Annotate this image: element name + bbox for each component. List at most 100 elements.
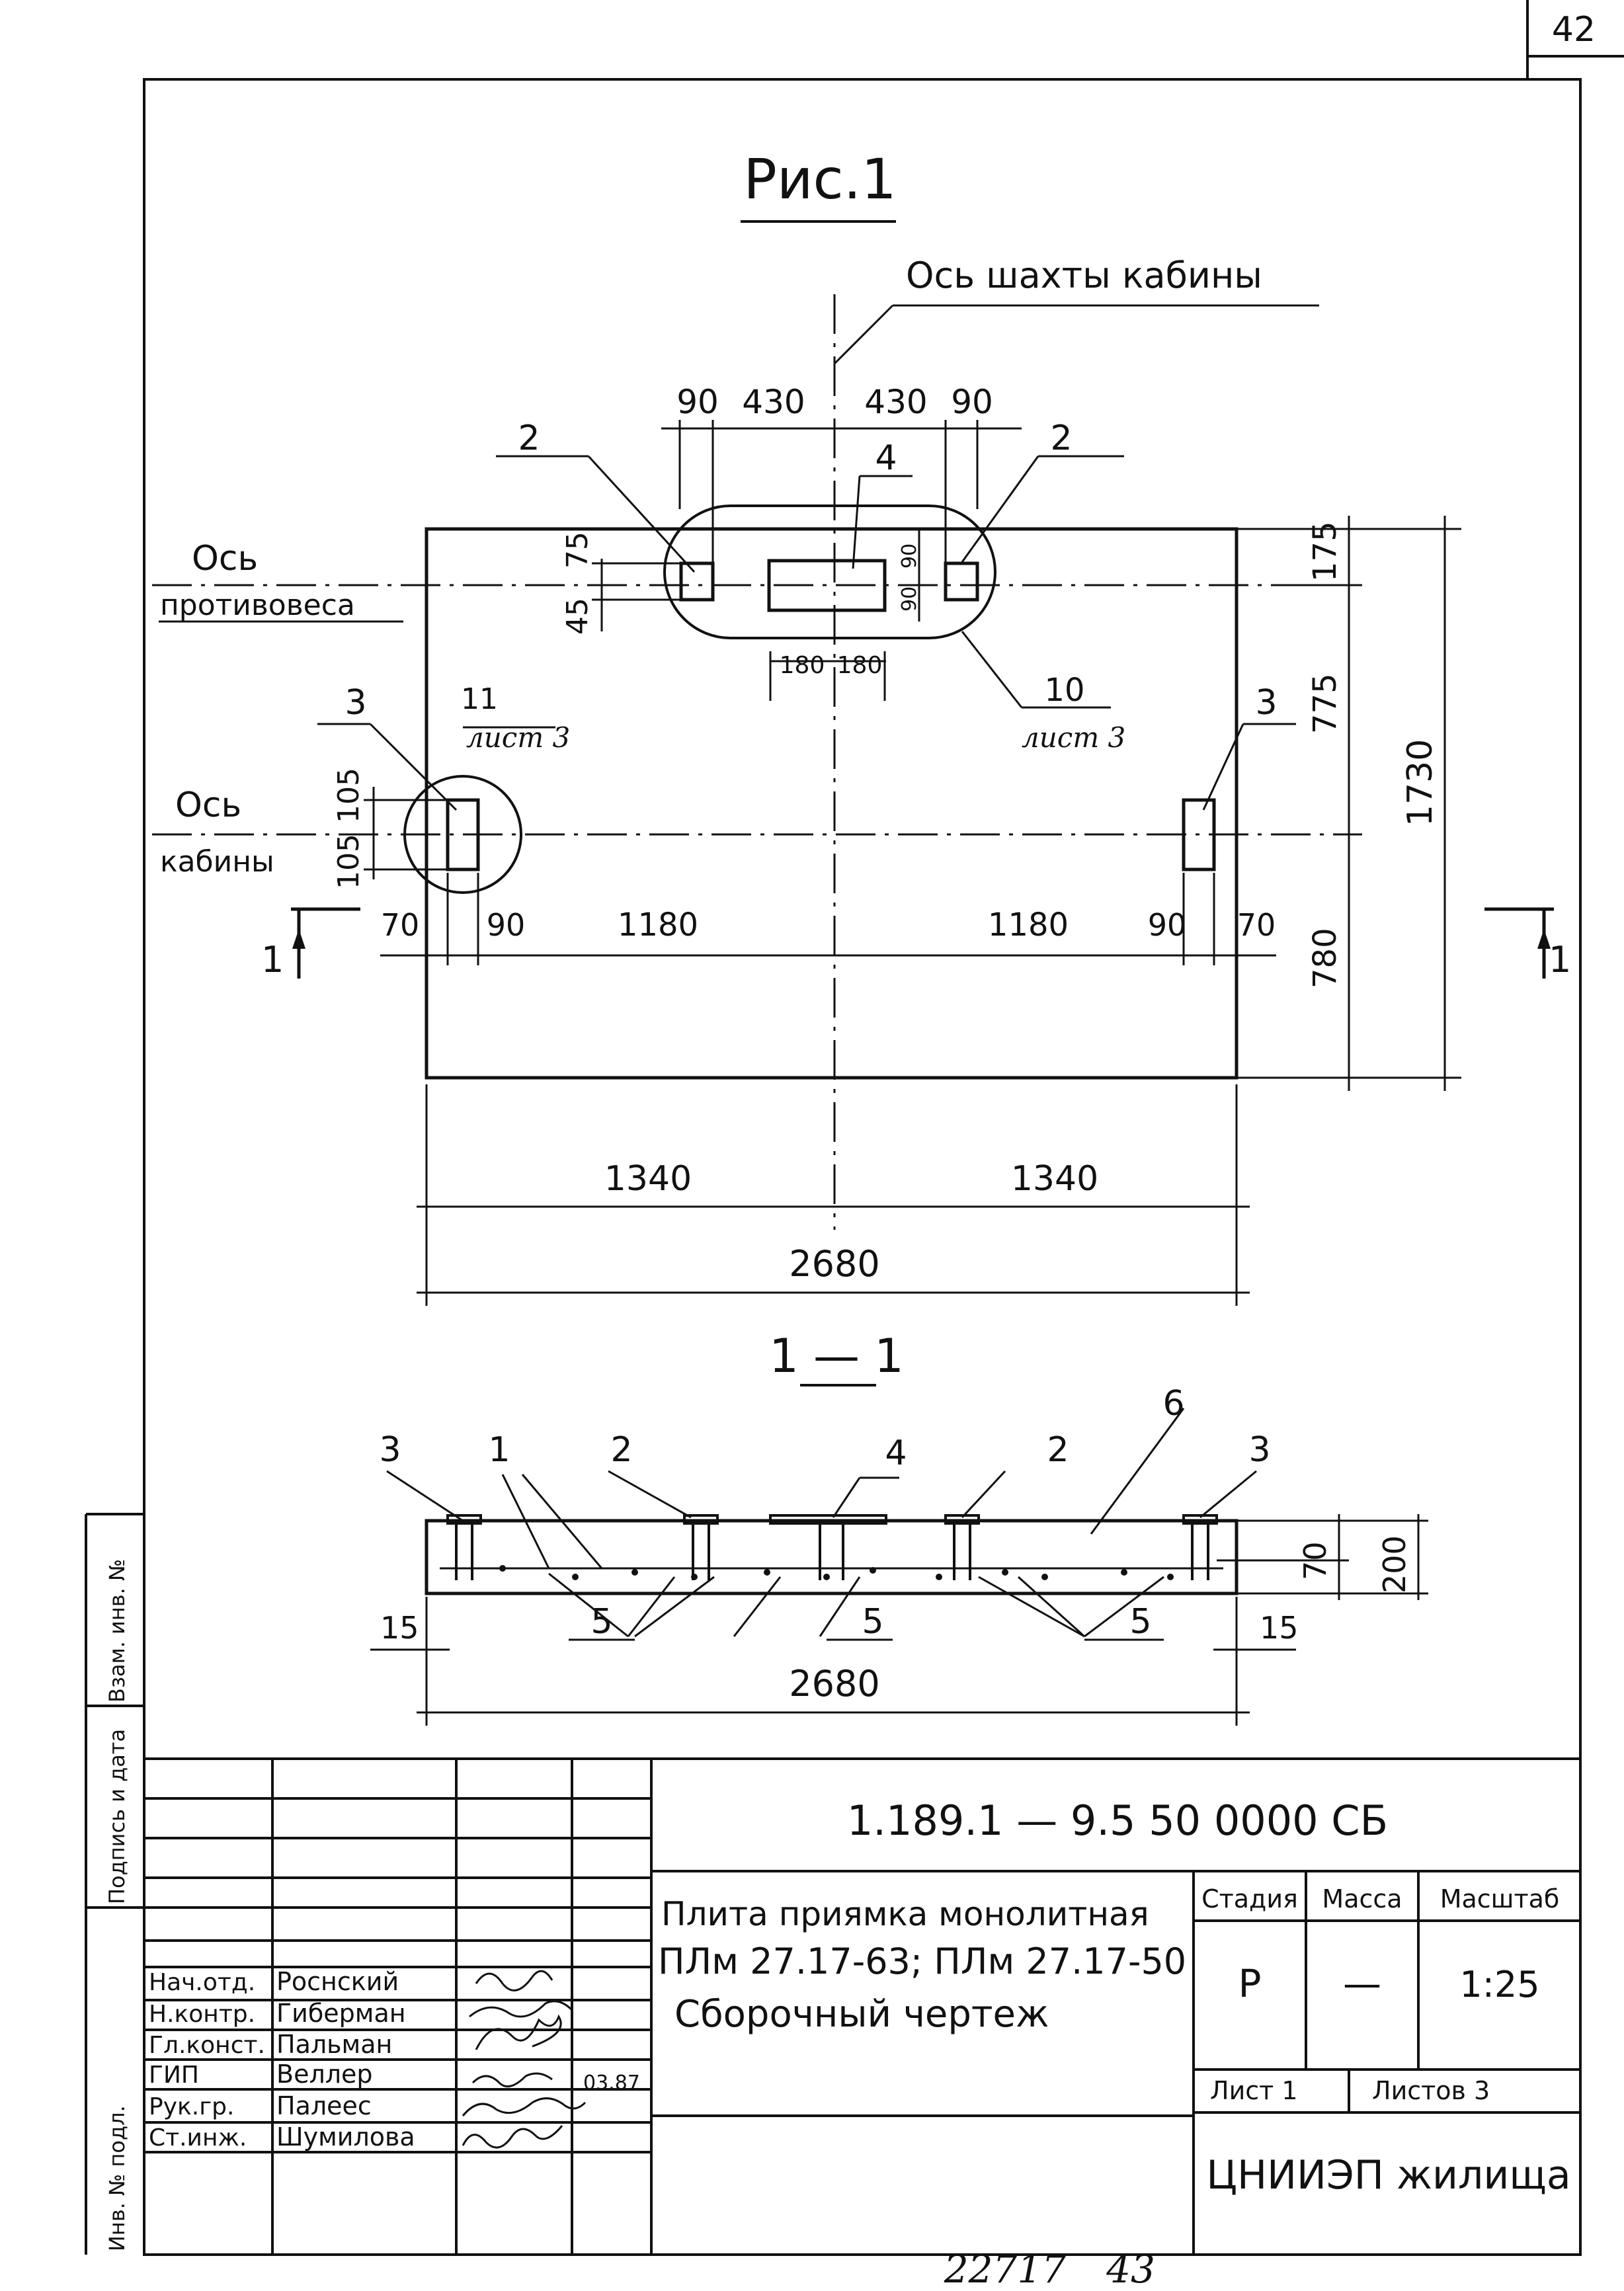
role-5: Ст.инж.	[149, 2124, 247, 2151]
role-1: Н.контр.	[149, 2001, 255, 2028]
section-callout-5-mid: 5	[862, 1602, 883, 1642]
dim-bottom-70-left: 70	[381, 907, 420, 943]
callout-2-left: 2	[518, 419, 540, 458]
figure-title: Рис.1	[743, 147, 897, 212]
embed-3-right	[1182, 798, 1216, 871]
embed-2-left	[679, 561, 715, 602]
counterweight-axis-line2: противовеса	[160, 588, 355, 622]
callout-4: 4	[875, 438, 897, 478]
role-4: Рук.гр.	[149, 2093, 234, 2120]
doc-name-3: Сборочный чертеж	[674, 1993, 1049, 2036]
footer-number: 22717	[944, 2247, 1067, 2291]
section-dim-70: 70	[1297, 1541, 1333, 1580]
section-callout-3-left: 3	[379, 1430, 401, 1470]
section-callout-6: 6	[1162, 1384, 1184, 1424]
dim-cabin-105-top: 105	[332, 768, 366, 823]
dim-overall-1340-left: 1340	[604, 1159, 692, 1199]
dim-overall-2680: 2680	[789, 1243, 879, 1285]
header-mass: Масса	[1322, 1884, 1402, 1913]
footer-page: 43	[1106, 2247, 1155, 2291]
shaft-axis-label: Ось шахты кабины	[906, 255, 1262, 296]
detail-11-circle	[403, 775, 522, 894]
sheet-frame	[85, 0, 1624, 2256]
doc-name-2: ПЛм 27.17-63; ПЛм 27.17-50	[658, 1941, 1186, 1982]
signatures	[462, 1970, 587, 2149]
strip-replace-label: Взам. инв. №	[104, 1559, 130, 1703]
dim-bottom-70-right: 70	[1237, 907, 1276, 943]
section-callout-3-right: 3	[1248, 1430, 1270, 1470]
callout-detail-10: 10	[1044, 672, 1084, 709]
title-block: 1.189.1 — 9.5 50 0000 СБ Плита приямка м…	[144, 1757, 1580, 2255]
hole-group-outline	[663, 504, 996, 639]
dim-overall-1340-right: 1340	[1011, 1159, 1098, 1199]
dim-hole-180-left: 180	[780, 652, 825, 679]
section-dim-200: 200	[1377, 1535, 1412, 1593]
name-4: Палеес	[276, 2091, 372, 2120]
section-callout-5-left: 5	[590, 1602, 612, 1642]
section-title: 1 — 1	[769, 1329, 904, 1383]
slab-outline	[425, 527, 1238, 1080]
dim-bottom-1180-right: 1180	[988, 906, 1069, 944]
dim-right-775: 775	[1307, 673, 1344, 734]
value-mass: —	[1343, 1961, 1381, 2006]
callout-detail-10-sheet: лист 3	[1022, 721, 1125, 754]
value-scale: 1:25	[1459, 1964, 1539, 2005]
dim-top-90-left: 90	[676, 383, 719, 421]
name-3: Веллер	[276, 2060, 373, 2089]
dim-bottom-90-right: 90	[1148, 907, 1187, 943]
section-callout-2-left: 2	[610, 1430, 632, 1470]
dim-hole-180-right: 180	[837, 652, 883, 679]
dim-hole-75: 75	[561, 532, 594, 569]
section-mark-right: 1	[1549, 939, 1571, 981]
section-dim-15-left: 15	[380, 1610, 419, 1646]
embed-4	[767, 559, 887, 612]
counterweight-axis-line1: Ось	[192, 539, 258, 579]
role-3: ГИП	[149, 2062, 199, 2089]
callout-detail-11: 11	[461, 682, 498, 716]
dim-hole-90-b: 90	[898, 586, 921, 612]
dim-top-430-left: 430	[742, 383, 805, 421]
section-callout-5-right: 5	[1129, 1602, 1151, 1642]
dim-right-175: 175	[1307, 521, 1344, 582]
embed-3-left	[446, 798, 480, 871]
section-mark-left: 1	[261, 939, 284, 981]
plan-view: Ось противовеса Ось кабины 90 430 430 90	[152, 294, 1571, 1306]
name-1: Гиберман	[276, 1999, 406, 2028]
sheet-label: Лист 1	[1210, 2076, 1298, 2105]
section-callout-4: 4	[885, 1433, 907, 1473]
section-view: 1 — 1	[370, 1329, 1428, 1726]
callout-detail-11-sheet: лист 3	[466, 721, 570, 754]
cabin-axis-line1: Ось	[175, 785, 241, 825]
sheet-number: 42	[1552, 10, 1596, 50]
header-stage: Стадия	[1201, 1884, 1298, 1913]
strip-inv-label: Инв. № подл.	[104, 2105, 130, 2251]
embed-2-right	[944, 561, 979, 602]
strip-sign-label: Подпись и дата	[104, 1729, 130, 1904]
section-callout-2-right: 2	[1047, 1430, 1069, 1470]
section-dim-2680: 2680	[789, 1663, 879, 1705]
doc-code: 1.189.1 — 9.5 50 0000 СБ	[847, 1796, 1388, 1845]
section-slab	[425, 1519, 1238, 1595]
dim-right-780: 780	[1307, 928, 1344, 988]
dim-hole-45: 45	[561, 598, 594, 635]
callout-3-right: 3	[1255, 683, 1277, 723]
callout-3-left: 3	[345, 683, 366, 723]
name-5: Шумилова	[276, 2122, 415, 2151]
sheets-label: Листов 3	[1372, 2076, 1490, 2105]
dim-top-430-right: 430	[864, 383, 927, 421]
section-dim-15-right: 15	[1260, 1610, 1299, 1646]
dim-right-1730: 1730	[1401, 739, 1440, 826]
dim-bottom-1180-left: 1180	[618, 906, 698, 944]
approval-date: 03.87	[583, 2071, 640, 2095]
name-0: Роснский	[276, 1967, 399, 1996]
header-scale: Масштаб	[1440, 1884, 1560, 1913]
role-0: Нач.отд.	[149, 1969, 255, 1996]
role-2: Гл.конст.	[149, 2032, 265, 2059]
section-callout-1: 1	[488, 1430, 510, 1470]
dim-top-90-right: 90	[951, 383, 993, 421]
value-stage: Р	[1238, 1961, 1262, 2006]
dim-bottom-90-left: 90	[487, 907, 526, 943]
name-2: Пальман	[276, 2030, 392, 2059]
cabin-axis-line2: кабины	[160, 845, 274, 879]
